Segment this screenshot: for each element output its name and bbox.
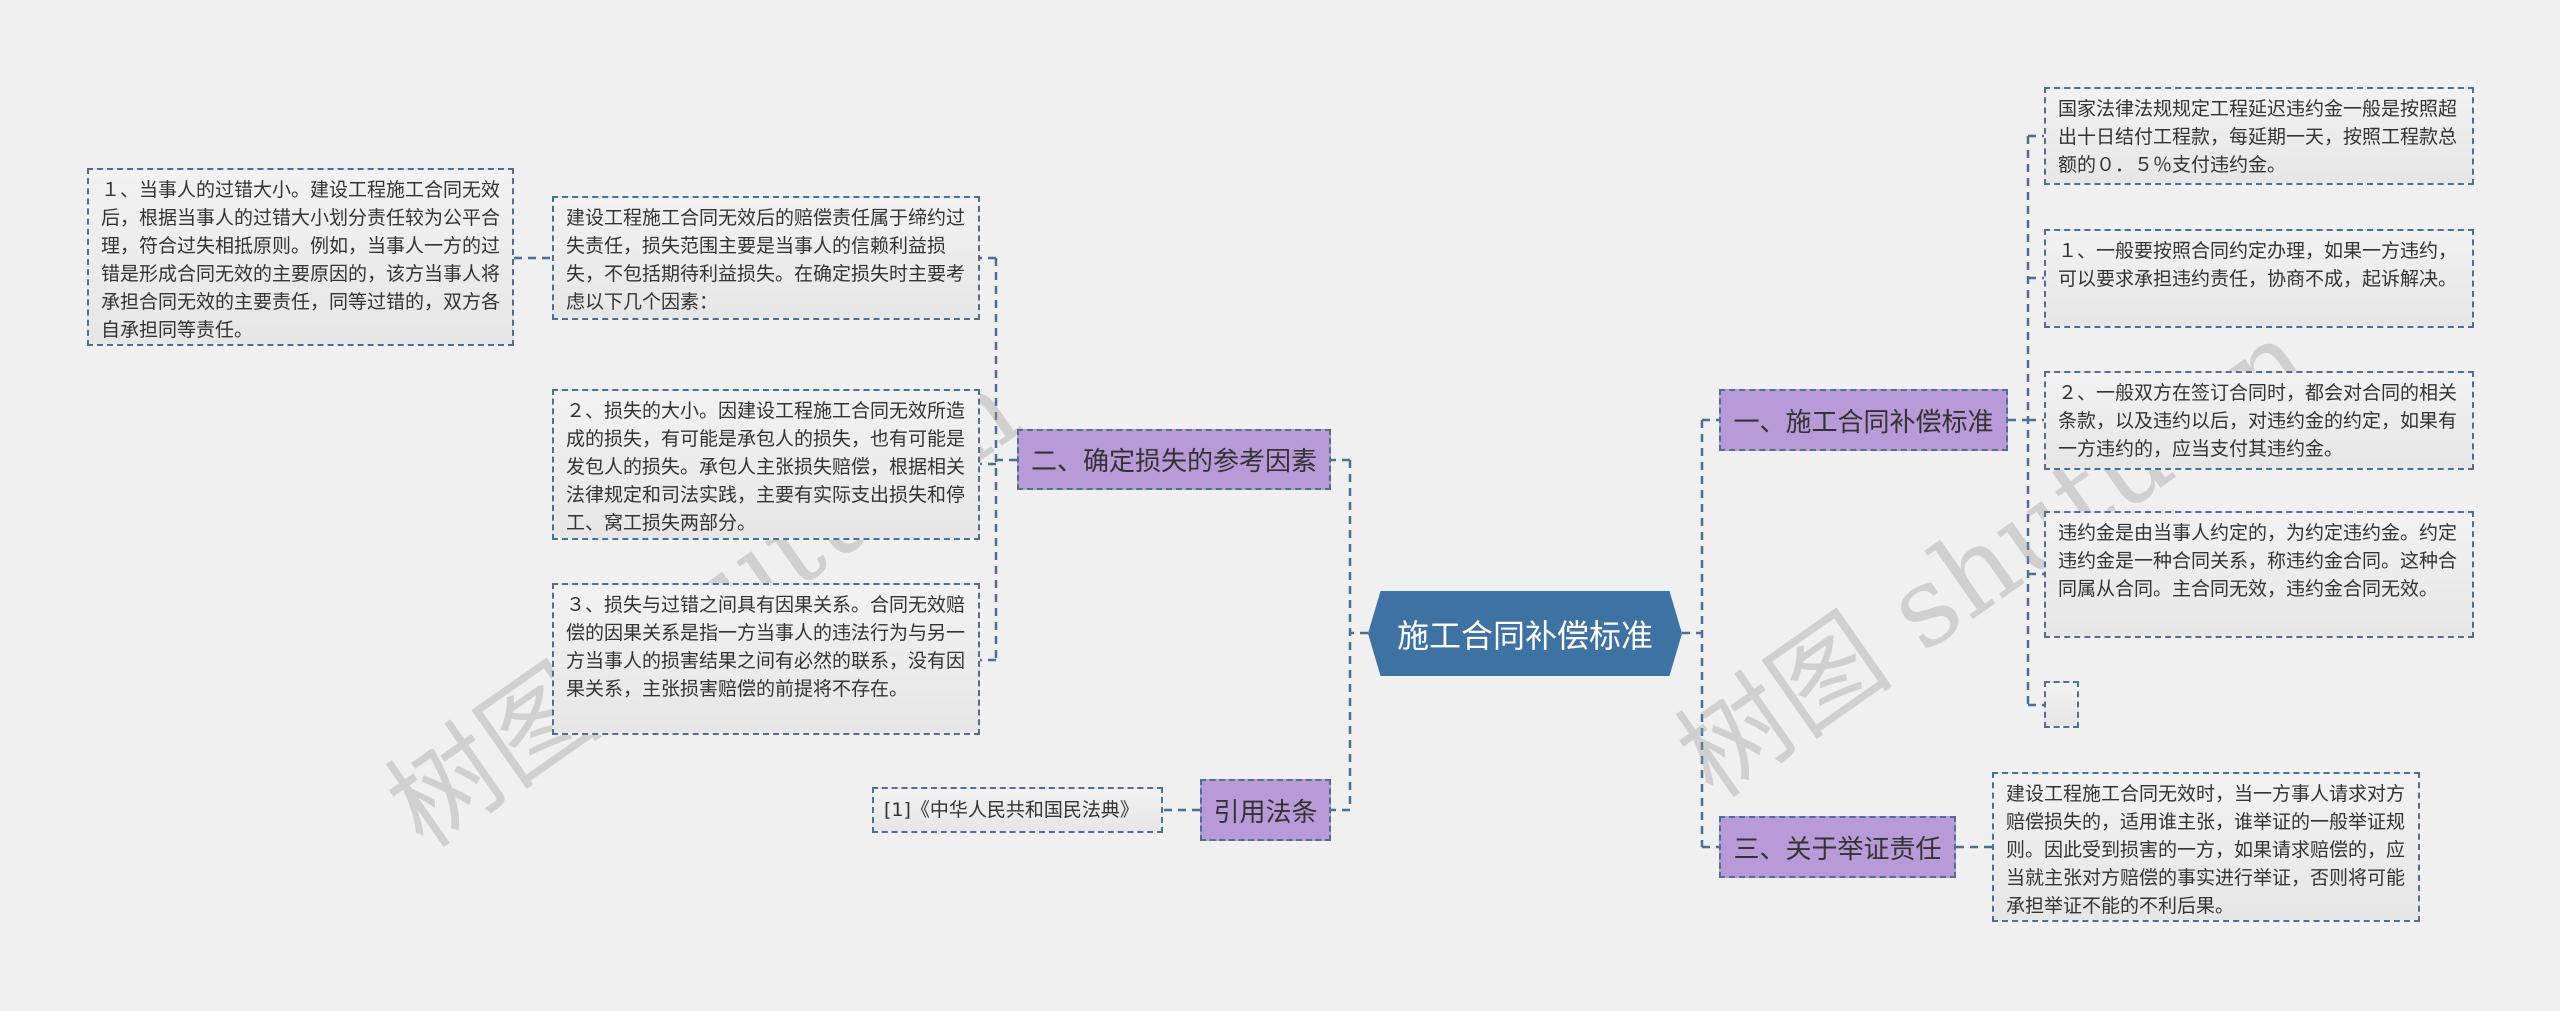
standard-item-box[interactable]: 违约金是由当事人约定的，为约定违约金。约定违约金是一种合同关系，称违约金合同。这…	[2044, 511, 2474, 638]
branch-loss-factors[interactable]: 二、确定损失的参考因素	[1017, 429, 1331, 490]
burden-of-proof-box[interactable]: 建设工程施工合同无效时，当一方事人请求对方赔偿损失的，适用谁主张，谁举证的一般举…	[1992, 772, 2420, 922]
branch-citation[interactable]: 引用法条	[1200, 779, 1331, 841]
loss-intro-box[interactable]: 建设工程施工合同无效后的赔偿责任属于缔约过失责任，损失范围主要是当事人的信赖利益…	[552, 196, 980, 320]
branch-burden-of-proof[interactable]: 三、关于举证责任	[1719, 816, 1956, 878]
factor-3-box[interactable]: ３、损失与过错之间具有因果关系。合同无效赔偿的因果关系是指一方当事人的违法行为与…	[552, 583, 980, 735]
factor-1-box[interactable]: １、当事人的过错大小。建设工程施工合同无效后，根据当事人的过错大小划分责任较为公…	[87, 168, 514, 346]
standard-item-box[interactable]: ２、一般双方在签订合同时，都会对合同的相关条款，以及违约以后，对违约金的约定，如…	[2044, 371, 2474, 470]
standard-item-box[interactable]: 国家法律法规规定工程延迟违约金一般是按照超出十日结付工程款，每延期一天，按照工程…	[2044, 87, 2474, 185]
branch-compensation-standard[interactable]: 一、施工合同补偿标准	[1719, 389, 2008, 451]
root-node[interactable]: 施工合同补偿标准	[1368, 591, 1682, 676]
empty-item-box[interactable]	[2044, 681, 2079, 728]
standard-item-box[interactable]: １、一般要按照合同约定办理，如果一方违约，可以要求承担违约责任，协商不成，起诉解…	[2044, 229, 2474, 328]
citation-ref-box[interactable]: [1]《中华人民共和国民法典》	[872, 787, 1163, 833]
factor-2-box[interactable]: ２、损失的大小。因建设工程施工合同无效所造成的损失，有可能是承包人的损失，也有可…	[552, 389, 980, 540]
